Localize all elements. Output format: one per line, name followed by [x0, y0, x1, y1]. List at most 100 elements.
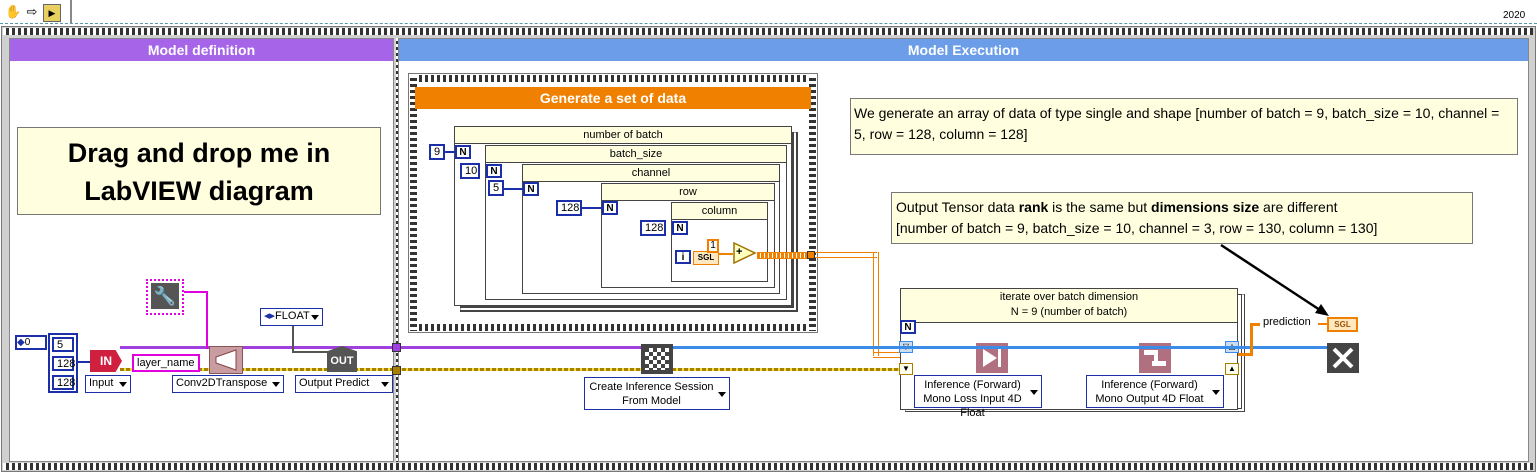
inference-input-selector[interactable]: Inference (Forward) Mono Loss Input 4D F…	[914, 375, 1042, 419]
loop-label-batch-size: batch_size	[486, 146, 786, 163]
output-selector[interactable]: Output Predict	[295, 375, 393, 393]
note-suffix: are different	[1259, 199, 1338, 215]
prediction-wire-v	[1250, 323, 1253, 356]
to-sgl-conversion[interactable]: SGL	[693, 251, 719, 265]
inference-output-selector[interactable]: Inference (Forward) Mono Output 4D Float	[1086, 375, 1224, 408]
note-prefix: Output Tensor data	[896, 199, 1019, 215]
toolbar-baseline	[0, 23, 1537, 24]
drag-drop-note: Drag and drop me in LabVIEW diagram	[17, 127, 381, 215]
vi-icon[interactable]: ▶	[43, 4, 61, 22]
dtype-value: FLOAT	[275, 310, 310, 322]
layer-config-cluster[interactable]: 🔧	[146, 279, 184, 315]
count-wire-row	[582, 207, 602, 209]
count-batch-size-constant[interactable]: 10	[460, 163, 480, 179]
close-session-icon	[1332, 347, 1354, 369]
layer-type-selector[interactable]: Conv2DTranspose	[172, 375, 284, 393]
loop-label-batch-count: number of batch	[455, 127, 791, 144]
layer-name-constant[interactable]: layer_name	[132, 354, 200, 372]
prediction-wire-end	[1318, 323, 1328, 325]
version-label: 2020	[1503, 10, 1526, 21]
dtype-wire-v	[292, 324, 294, 352]
model-definition-header: Model definition	[10, 39, 393, 61]
input-selector[interactable]: Input	[85, 375, 131, 393]
count-wire-batch	[445, 151, 455, 153]
loop-label-row: row	[602, 184, 774, 201]
shape-value-1[interactable]: 5	[52, 337, 74, 352]
close-session-vi[interactable]	[1327, 343, 1359, 373]
for-loop-column[interactable]: column	[671, 202, 768, 282]
count-row-constant[interactable]: 128	[556, 200, 582, 216]
generate-top-strip	[410, 75, 816, 82]
toolbar-divider	[70, 0, 72, 24]
dtype-selector[interactable]: ◂▸FLOAT	[260, 308, 323, 326]
loop-label-channel: channel	[523, 165, 779, 182]
model-execution-header: Model Execution	[399, 39, 1528, 61]
note-dims: dimensions size	[1151, 199, 1260, 215]
array-output-wire	[757, 252, 809, 259]
session-wire	[673, 346, 1333, 349]
array-tunnel	[807, 251, 815, 259]
note-arrow	[1220, 243, 1329, 316]
model-input-vi[interactable]: IN	[90, 350, 122, 372]
iterate-loop-label: iterate over batch dimension N = 9 (numb…	[901, 289, 1237, 323]
note-middle: is the same but	[1048, 199, 1152, 215]
hand-tool-icon[interactable]: ✋	[5, 4, 22, 19]
iterate-label-line1: iterate over batch dimension	[999, 291, 1139, 303]
count-wire-channel	[504, 188, 523, 190]
data-wire-h1	[815, 252, 877, 258]
generate-right-strip	[809, 75, 816, 331]
dtype-wire-h	[292, 351, 332, 353]
generate-data-header: Generate a set of data	[415, 87, 811, 109]
create-session-selector[interactable]: Create Inference Session From Model	[584, 377, 730, 410]
shape-wire	[78, 361, 92, 363]
generate-left-strip	[410, 75, 417, 331]
shape-array-constant[interactable]: 5 128 128	[48, 333, 78, 393]
sum-input-wire	[719, 253, 733, 255]
shape-value-2[interactable]: 128	[52, 356, 75, 371]
frame-top-strip	[3, 28, 1533, 35]
forward-play-icon	[983, 349, 1001, 367]
i-terminal[interactable]: i	[675, 250, 691, 264]
wrench-icon: 🔧	[151, 283, 179, 309]
output-split-icon	[1144, 350, 1166, 366]
increment-constant[interactable]: 1	[707, 239, 719, 253]
create-session-vi[interactable]	[641, 344, 673, 374]
model-output-vi[interactable]: OUT	[327, 346, 357, 372]
add-symbol: +	[736, 246, 743, 258]
data-wire-h2	[873, 352, 903, 358]
array-index-value: 0	[24, 337, 31, 348]
conv-transpose-icon	[215, 349, 237, 371]
prediction-label: prediction	[1263, 316, 1311, 328]
loop-label-column: column	[672, 203, 767, 220]
config-wire-v	[206, 291, 208, 349]
prediction-indicator[interactable]: SGL	[1327, 317, 1358, 332]
output-tensor-note: Output Tensor data rank is the same but …	[891, 192, 1473, 244]
description-text: We generate an array of data of type sin…	[854, 105, 1500, 142]
frame-bottom-strip	[3, 463, 1533, 470]
error-wire	[120, 368, 1230, 371]
enum-arrows-icon: ◂▸	[264, 310, 276, 322]
arrow-tool-icon[interactable]: ⇨	[26, 4, 38, 19]
error-register-right-icon: ▲	[1225, 363, 1239, 375]
generate-bottom-strip	[410, 324, 816, 331]
n-terminal-batch[interactable]: N	[455, 145, 471, 159]
conv2dtranspose-vi[interactable]	[209, 346, 243, 374]
model-tunnel	[392, 343, 401, 352]
shape-value-3[interactable]: 128	[52, 375, 75, 390]
n-terminal-row[interactable]: N	[602, 201, 618, 215]
n-terminal-column[interactable]: N	[672, 221, 688, 235]
session-pattern-icon	[645, 348, 669, 370]
array-index-display[interactable]: ◆0	[15, 335, 47, 350]
error-tunnel	[392, 366, 401, 375]
description-note: We generate an array of data of type sin…	[850, 98, 1518, 155]
add-function-icon[interactable]	[733, 242, 757, 264]
count-batch-constant[interactable]: 9	[429, 144, 445, 160]
output-note-line2: [number of batch = 9, batch_size = 10, c…	[896, 220, 1378, 236]
data-wire-v	[873, 252, 879, 356]
count-channel-constant[interactable]: 5	[488, 180, 504, 196]
iterate-label-line2: N = 9 (number of batch)	[1010, 306, 1128, 318]
count-column-constant[interactable]: 128	[640, 220, 666, 236]
n-terminal-batch-size[interactable]: N	[486, 164, 502, 178]
n-terminal-iterate[interactable]: N	[900, 320, 916, 334]
n-terminal-channel[interactable]: N	[523, 182, 539, 196]
